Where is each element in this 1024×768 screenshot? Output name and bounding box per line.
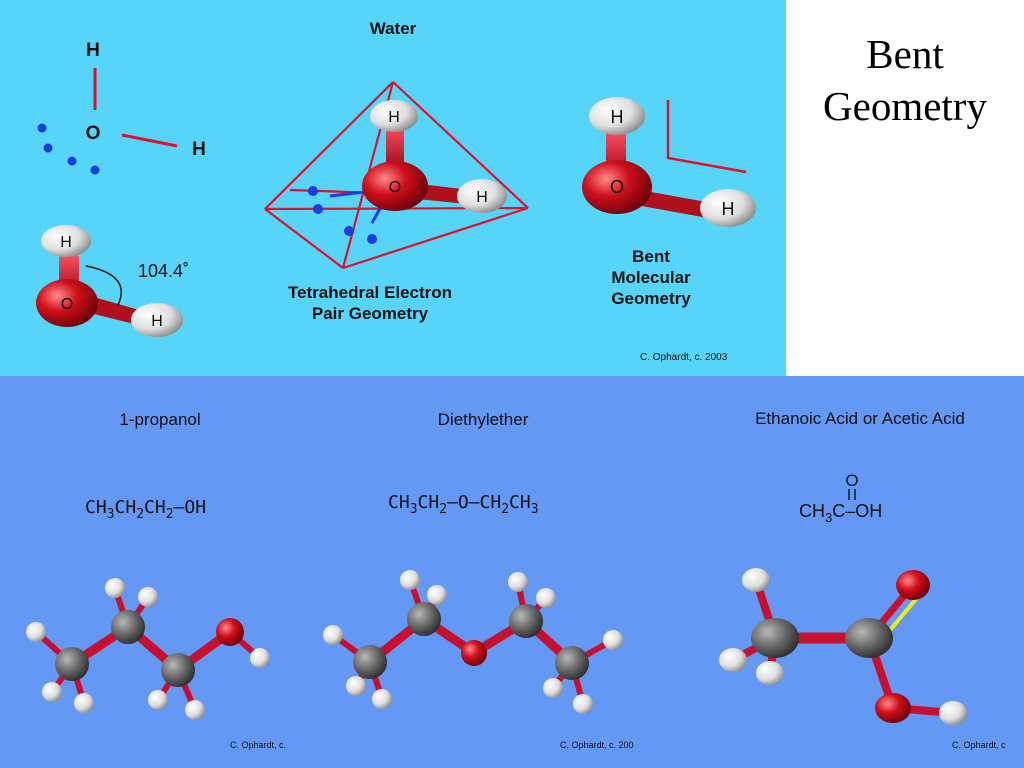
svg-text:O: O [61,296,73,313]
lewis-o: O [86,123,101,144]
propanol-model [26,578,270,720]
formula-propanol: CH3CH2CH2–OH [85,497,206,522]
bent-model: O H H [582,97,756,227]
formula-acetic-carbonyl-o: O [845,471,858,490]
lewis-h-right: H [192,139,206,160]
molecule-name-diethylether: Diethylether [438,410,529,429]
bent-label-line2: Molecular [611,268,691,287]
slide-title: Bent Geometry [786,28,1024,132]
bent-h-right [700,189,756,227]
molecules-panel [0,376,1024,768]
slide-title-line1: Bent [866,31,944,77]
angle-arc [85,265,123,306]
water-angle-model: O H H 104.4˚ [36,225,189,337]
diethylether-model [323,570,623,714]
tetrahedral-label-line1: Tetrahedral Electron [288,283,452,302]
molecule-name-propanol: 1-propanol [119,410,200,429]
formula-acetic-double-bond [848,489,856,500]
tetrahedral-label-line2: Pair Geometry [312,304,429,323]
bent-angle-mark [666,100,747,174]
title-area: Bent Geometry [786,0,1024,376]
svg-text:H: H [151,313,163,330]
diethylether-credit: C. Ophardt, c. 200 [560,740,634,750]
bent-oxygen [582,160,652,214]
formula-diethylether: CH3CH2–O–CH2CH3 [388,492,539,517]
angle-model-h-right [131,303,183,337]
lone-pair-dots [37,123,100,175]
svg-text:O: O [610,177,624,197]
water-credit: C. Ophardt, c. 2003 [640,352,728,363]
formula-acetic-acid: CH3C–OH [799,501,882,525]
svg-text:O: O [389,179,401,196]
slide-title-line2: Geometry [823,83,987,129]
tetra-h-top [370,100,418,132]
svg-text:H: H [388,109,400,126]
lewis-structure: H O H [37,40,206,175]
acetic-acid-credit: C. Ophardt, c [952,740,1006,750]
tetra-oxygen [362,161,428,211]
svg-text:H: H [476,189,488,206]
svg-text:H: H [611,107,624,127]
lewis-h-top: H [86,40,100,61]
svg-text:H: H [60,234,72,251]
angle-model-oxygen [36,279,98,327]
bent-h-top [589,97,645,135]
svg-text:H: H [722,199,735,219]
lewis-bond-right [121,133,178,148]
bent-label-line1: Bent [632,247,670,266]
tetrahedral-model: O H H [264,81,529,270]
tetra-h-right [457,179,507,213]
bent-label-line3: Geometry [611,289,691,308]
molecule-name-acetic-acid: Ethanoic Acid or Acetic Acid [755,409,965,428]
bond-angle-label: 104.4˚ [138,261,189,281]
propanol-credit: C. Ophardt, c. [230,740,286,750]
acetic-acid-model [719,568,967,725]
water-heading: Water [370,19,417,38]
angle-model-h-top [41,225,91,257]
